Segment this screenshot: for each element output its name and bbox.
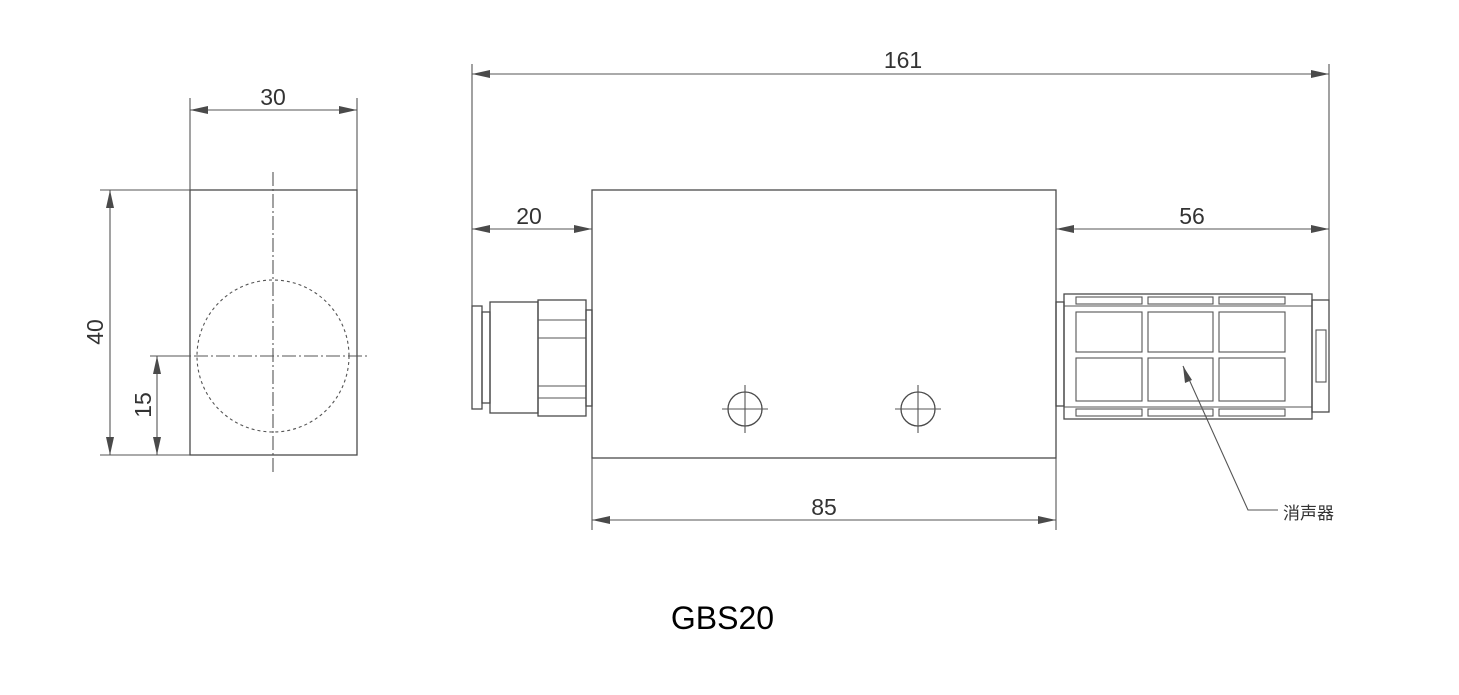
valve-body (591, 189, 1057, 459)
dimension-height: 40 (82, 189, 190, 456)
dimension-height-label: 40 (82, 319, 108, 345)
dimension-fitting-length: 20 (472, 203, 592, 233)
dimension-body-length: 85 (591, 458, 1057, 530)
side-view: 30 40 15 (82, 84, 368, 472)
dimension-width: 30 (189, 84, 358, 190)
silencer (1055, 293, 1330, 420)
dimension-overall-length-label: 161 (884, 47, 922, 73)
mounting-hole (722, 385, 768, 433)
left-fitting (471, 299, 593, 417)
silencer-leader: 消声器 (1182, 365, 1334, 524)
dimension-width-label: 30 (260, 84, 286, 110)
dimension-silencer-length: 56 (1056, 203, 1329, 233)
dimension-port-height: 15 (130, 355, 190, 455)
dimension-overall-length: 161 (471, 47, 1330, 306)
mounting-hole (895, 385, 941, 433)
dimension-port-height-label: 15 (130, 392, 156, 418)
front-view: 消声器 161 20 56 (471, 47, 1334, 530)
dimension-fitting-length-label: 20 (516, 203, 542, 229)
model-name: GBS20 (670, 600, 775, 636)
dimension-body-length-label: 85 (811, 494, 837, 520)
dimension-silencer-length-label: 56 (1179, 203, 1205, 229)
silencer-label: 消声器 (1283, 504, 1334, 524)
model-caption: GBS20 (0, 600, 1459, 637)
